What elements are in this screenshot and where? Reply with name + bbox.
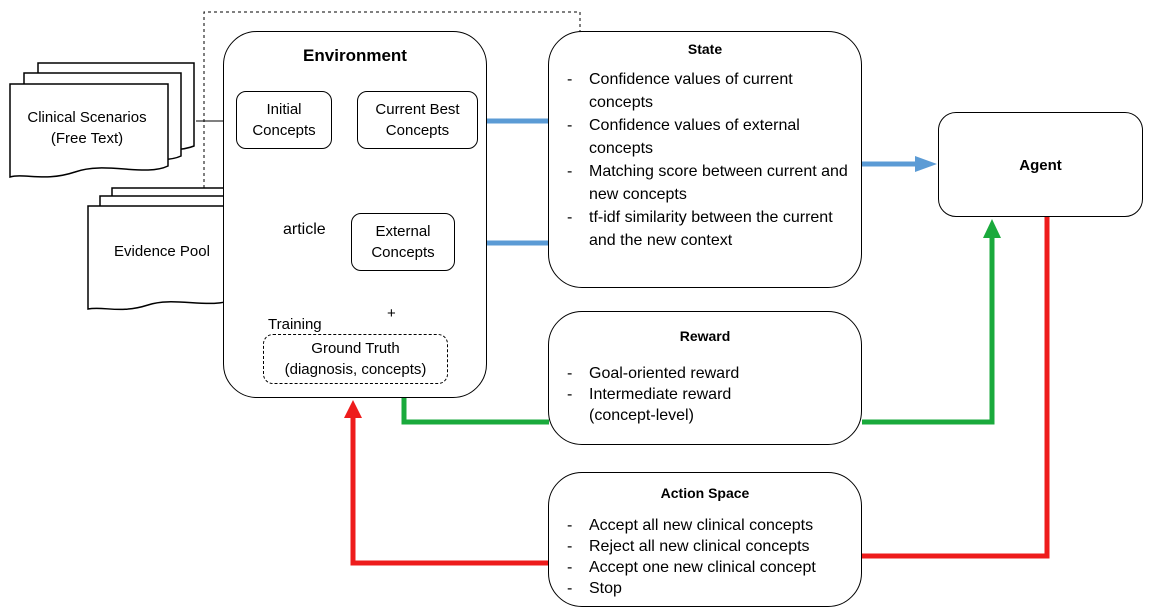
ground-truth-box: Ground Truth (diagnosis, concepts) [263, 334, 448, 384]
reward-title: Reward [679, 328, 731, 344]
action-space-title: Action Space [660, 485, 750, 501]
reward-to-agent-line [862, 236, 995, 425]
reward-to-agent-arrowhead [983, 219, 1001, 238]
environment-title: Environment [303, 46, 407, 65]
action-to-environment-line [350, 417, 549, 566]
dotted-feedback-line [203, 11, 584, 188]
state-box: State Confidence values of current conce… [548, 31, 862, 288]
action-space-box: Action Space Accept all new clinical con… [548, 472, 862, 607]
action-item: Accept all new clinical concepts [555, 515, 865, 536]
evidence-pool-label: Evidence Pool [114, 242, 210, 260]
state-list: Confidence values of current concepts Co… [555, 68, 855, 252]
state-item: tf-idf similarity between the current an… [555, 206, 855, 252]
environment-to-reward-connector [401, 398, 549, 425]
training-label: Training [268, 316, 322, 333]
evidence-pool-document-icon [87, 187, 259, 311]
clinical-scenarios-label: Clinical Scenarios (Free Text) [27, 109, 147, 147]
action-space-list: Accept all new clinical concepts Reject … [555, 515, 865, 599]
agent-box: Agent [938, 112, 1143, 217]
clinical-scenarios-document-icon [9, 62, 195, 178]
action-item: Stop [555, 578, 865, 599]
reward-box: Reward Goal-oriented reward Intermediate… [548, 311, 862, 445]
reward-list: Goal-oriented reward Intermediate reward… [555, 363, 785, 426]
initial-concepts-box: Initial Concepts [236, 91, 332, 149]
action-item: Reject all new clinical concepts [555, 536, 865, 557]
action-item: Accept one new clinical concept [555, 557, 865, 578]
state-item: Confidence values of current concepts [555, 68, 855, 114]
action-to-environment-arrowhead [344, 400, 362, 418]
reward-item: Goal-oriented reward [555, 363, 785, 384]
state-item: Confidence values of external concepts [555, 114, 855, 160]
reward-item: Intermediate reward (concept-level) [555, 384, 785, 426]
current-best-concepts-box: Current Best Concepts [357, 91, 478, 149]
external-concepts-box: External Concepts [351, 213, 455, 271]
state-item: Matching score between current and new c… [555, 160, 855, 206]
state-title: State [687, 41, 723, 57]
plus-label: + [387, 305, 396, 322]
agent-title: Agent [1019, 157, 1062, 174]
state-to-agent-arrowhead [915, 156, 937, 172]
agent-to-action-connector [862, 216, 1050, 559]
article-label: article [283, 221, 326, 238]
